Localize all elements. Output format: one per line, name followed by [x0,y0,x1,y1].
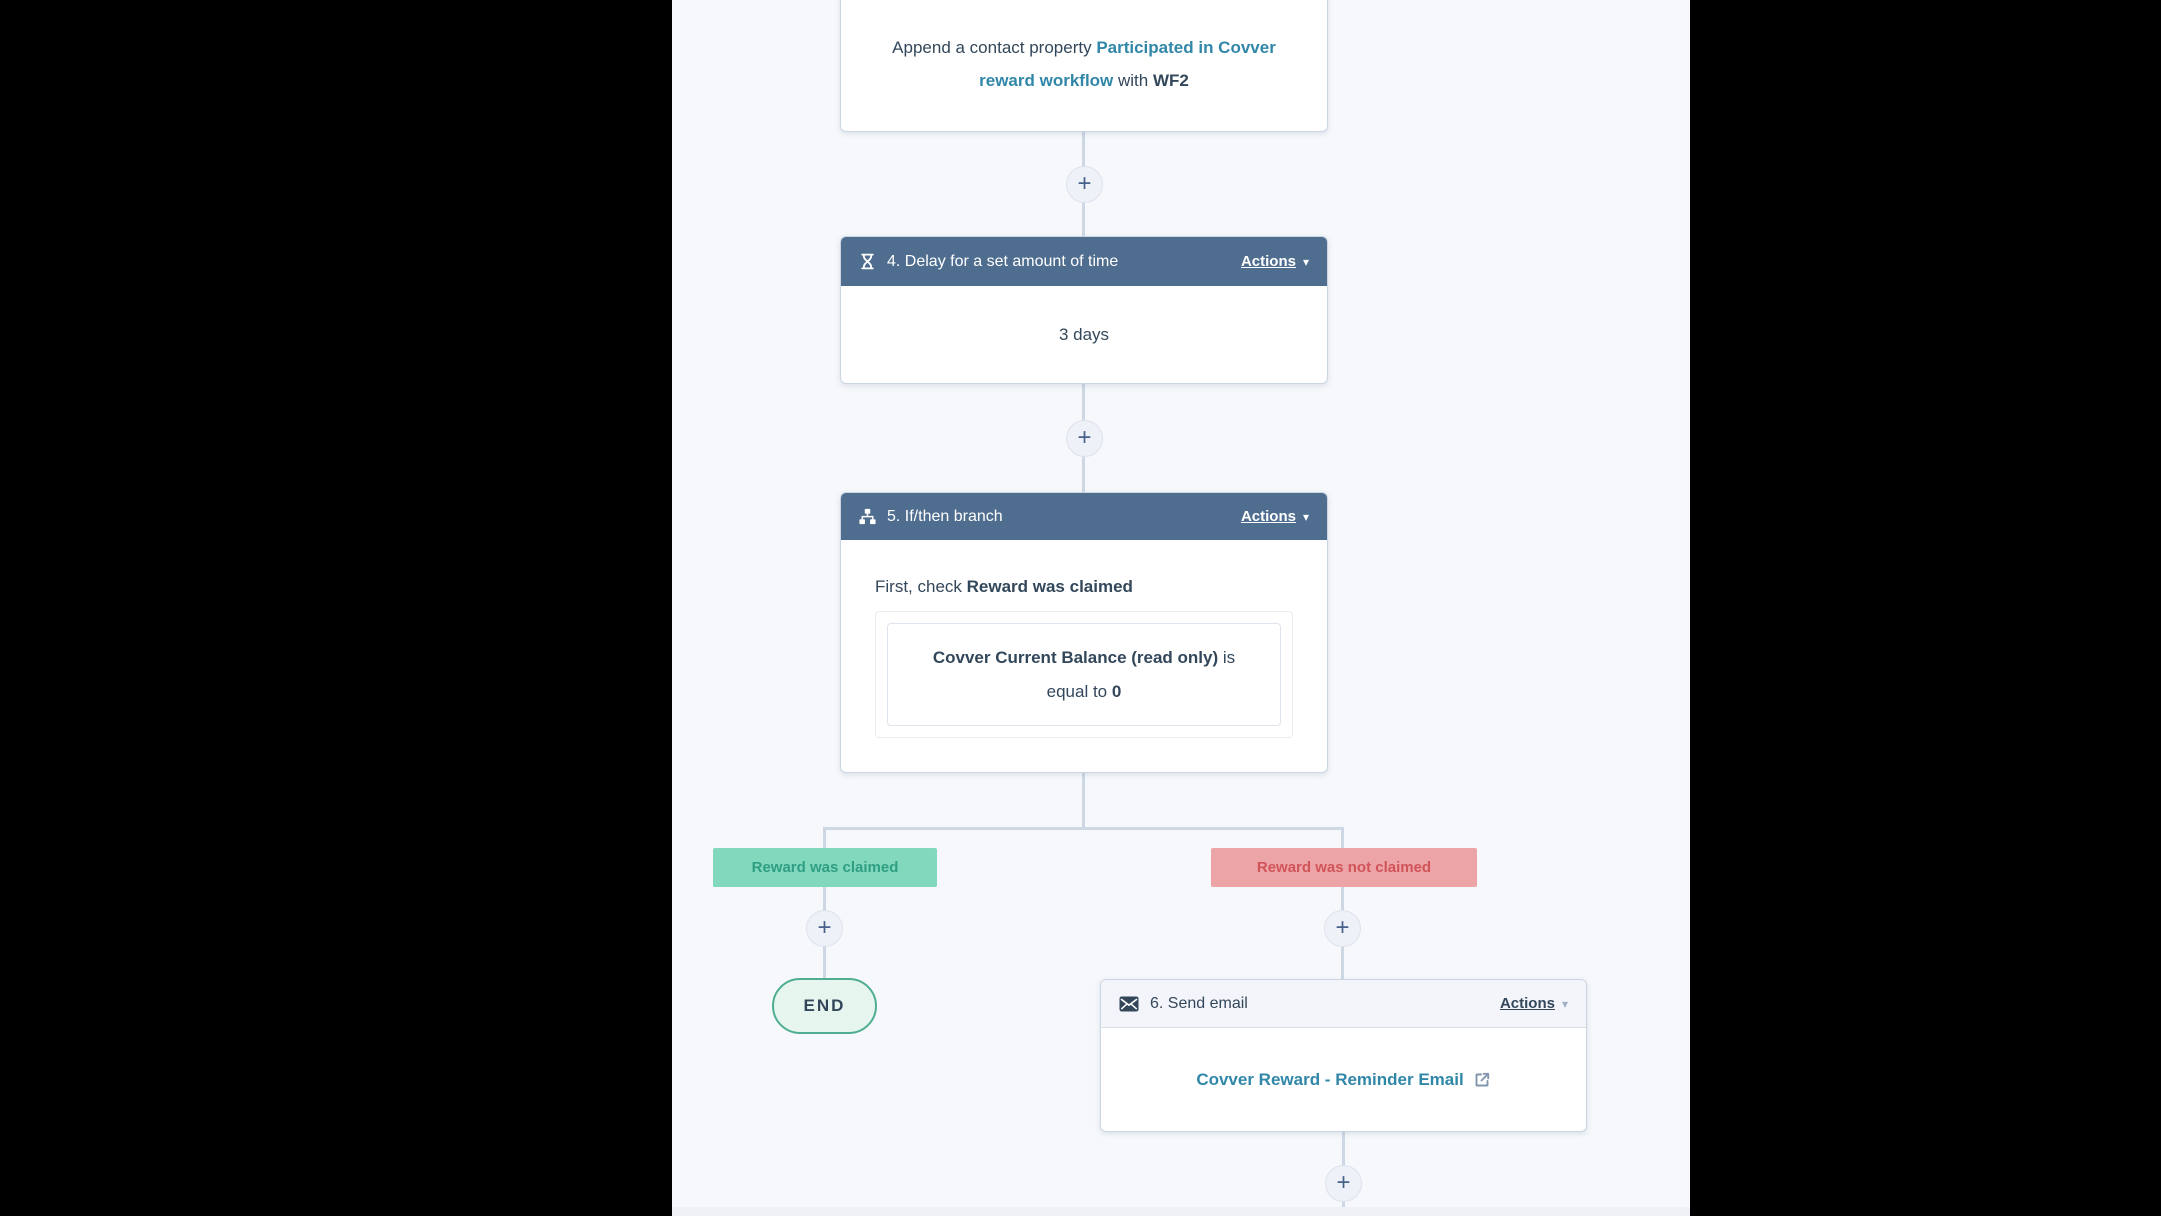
insert-action-button[interactable]: + [1066,420,1103,457]
delay-actions-label: Actions [1240,253,1296,270]
hourglass-icon [859,253,876,270]
send-email-card-header: 6. Send email Actions ▾ [1101,980,1586,1028]
action-card-send-email[interactable]: 6. Send email Actions ▾ Covver Reward - … [1100,979,1587,1132]
check-name: Reward was claimed [966,577,1133,596]
letterbox-left [0,0,672,1216]
send-email-actions-menu[interactable]: Actions ▾ [1500,995,1568,1012]
branch-label-yes: Reward was claimed [713,848,937,887]
branch-icon [859,508,876,525]
condition-operator-is: is [1218,647,1236,667]
insert-action-button-yes-branch[interactable]: + [806,910,843,947]
ifthen-check-sentence: First, check Reward was claimed [875,577,1293,597]
ifthen-actions-menu[interactable]: Actions ▾ [1241,508,1309,525]
branch-label-no: Reward was not claimed [1211,848,1477,887]
delay-card-header: 4. Delay for a set amount of time Action… [841,237,1327,286]
condition-text: Covver Current Balance (read only) is eq… [887,623,1281,726]
condition-property: Covver Current Balance (read only) [932,647,1219,667]
connector-line [1341,827,1344,981]
append-property-prefix: Append a contact property [892,38,1097,57]
send-email-actions-label: Actions [1499,995,1555,1012]
delay-card-title: 4. Delay for a set amount of time [887,252,1119,270]
external-link-icon [1473,1071,1491,1089]
append-property-value: WF2 [1152,71,1189,90]
connector-line [823,827,826,980]
caret-down-icon: ▾ [1302,509,1309,524]
insert-action-button-bottom[interactable]: + [1325,1165,1362,1202]
contact-property-link[interactable]: Participated in Covver reward workflow [979,38,1276,90]
insert-action-button-no-branch[interactable]: + [1324,910,1361,947]
connector-line [1082,773,1085,830]
condition-box: Covver Current Balance (read only) is eq… [875,611,1293,738]
condition-operator-rest: equal to [1046,681,1112,701]
email-link-text[interactable]: Covver Reward - Reminder Email [1196,1069,1464,1089]
append-property-middle: with [1113,71,1153,90]
canvas-footer-strip [672,1207,1690,1216]
append-property-summary: Append a contact property Participated i… [841,0,1327,97]
end-terminal: END [772,978,877,1034]
caret-down-icon: ▾ [1561,996,1568,1011]
branch-split-line [823,827,1344,830]
workflow-canvas[interactable]: Append a contact property Participated i… [672,0,1690,1216]
delay-actions-menu[interactable]: Actions ▾ [1241,253,1309,270]
insert-action-button[interactable]: + [1066,166,1103,203]
ifthen-actions-label: Actions [1240,508,1296,525]
ifthen-card-header: 5. If/then branch Actions ▾ [841,493,1327,540]
condition-value: 0 [1111,681,1122,701]
action-card-ifthen[interactable]: 5. If/then branch Actions ▾ First, check… [840,492,1328,773]
action-card-append-property[interactable]: Append a contact property Participated i… [840,0,1328,132]
ifthen-card-body: First, check Reward was claimed Covver C… [841,540,1327,738]
email-link[interactable]: Covver Reward - Reminder Email [1101,1028,1586,1131]
delay-duration: 3 days [1058,324,1110,344]
envelope-icon [1119,996,1139,1012]
caret-down-icon: ▾ [1302,254,1309,269]
letterbox-right [1690,0,2161,1216]
send-email-card-title: 6. Send email [1150,994,1248,1012]
action-card-delay[interactable]: 4. Delay for a set amount of time Action… [840,236,1328,384]
check-prefix: First, check [875,577,967,596]
ifthen-card-title: 5. If/then branch [887,507,1003,525]
